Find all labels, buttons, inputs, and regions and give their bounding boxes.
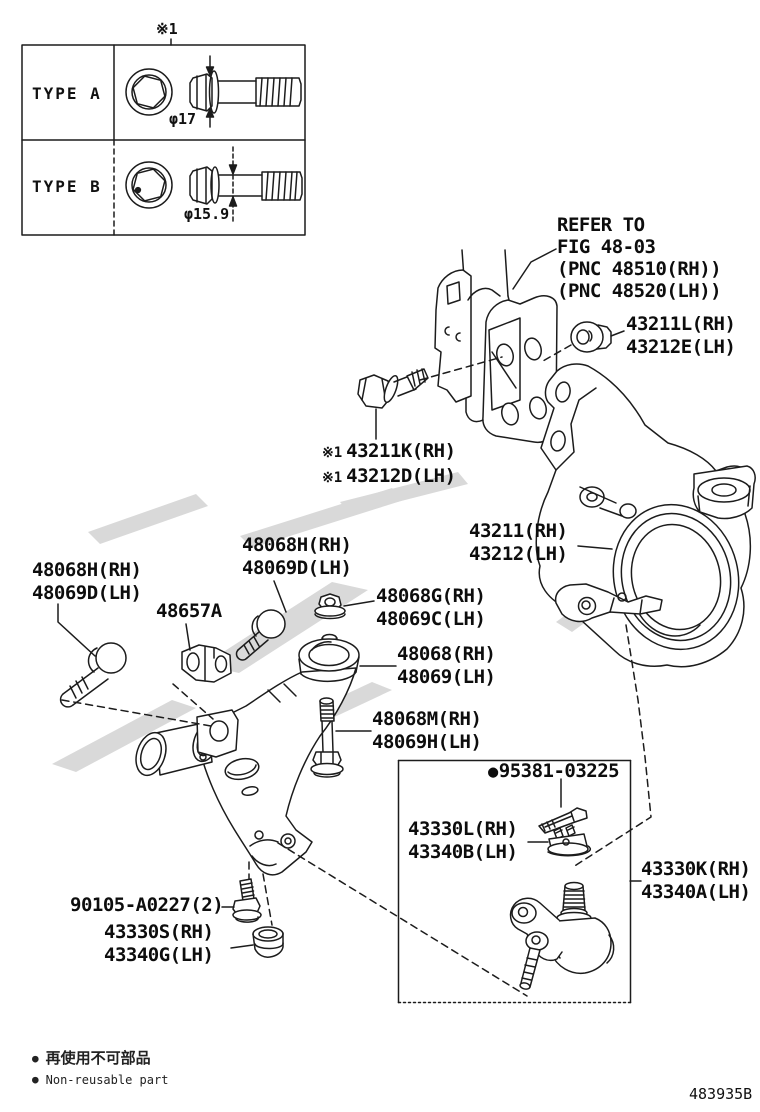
arm-rear-bolt <box>235 609 286 661</box>
type-a-label: TYPE A <box>32 84 102 103</box>
legend-jp-text: 再使用不可部品 <box>45 1049 151 1067</box>
lower-control-arm <box>135 633 360 876</box>
footnote-mark: ※1 <box>322 470 343 486</box>
type-a-bolt <box>189 55 302 128</box>
callout-balljoint-cap: 43330S(RH) 43340G(LH) <box>104 921 214 966</box>
bolt-type-table <box>21 38 306 236</box>
type-a-socket-view <box>125 68 173 116</box>
callout-strut-nut: 43211L(RH) 43212E(LH) <box>626 313 736 358</box>
balljoint-assy <box>509 881 615 990</box>
strut-bracket-bolt <box>357 368 429 409</box>
callout-balljoint-assy: 43330K(RH) 43340A(LH) <box>641 858 751 903</box>
arm-front-bolt <box>59 642 127 708</box>
callout-arm-nut: 48068G(RH) 48069C(LH) <box>376 585 486 630</box>
legend-bullet: ● <box>32 1052 39 1065</box>
callout-balljoint-attachment: 43330L(RH) 43340B(LH) <box>408 818 518 863</box>
arm-bushing-48657a <box>181 644 232 683</box>
callout-refer-to: REFER TO FIG 48-03 (PNC 48510(RH)) (PNC … <box>557 214 722 302</box>
legend: ● 再使用不可部品 ● Non-reusable part <box>32 1048 168 1091</box>
steering-knuckle <box>535 363 756 668</box>
footnote-mark: ※1 <box>322 445 343 461</box>
balljoint-cap <box>252 926 284 958</box>
callout-lower-arm: 48068(RH) 48069(LH) <box>397 643 496 688</box>
callout-arm-set-bolt: 90105-A0227(2) <box>70 894 224 916</box>
callout-arm-rear-bolt: 48068H(RH) 48069D(LH) <box>242 534 352 579</box>
legend-en-text: Non-reusable part <box>45 1073 169 1087</box>
balljoint-attachment <box>547 824 592 857</box>
type-b-label: TYPE B <box>32 177 102 196</box>
balljoint-wedge-bolt <box>538 807 588 834</box>
footnote-mark-top: ※1 <box>156 20 178 38</box>
non-reusable-bullet: ● <box>488 762 498 782</box>
arm-long-bolt <box>310 697 344 778</box>
document-number: 483935B <box>689 1085 753 1103</box>
arm-flange-nut <box>314 593 346 620</box>
type-b-bolt <box>189 146 303 224</box>
arm-set-bolt <box>232 878 262 923</box>
callout-arm-front-bolt: 48068H(RH) 48069D(LH) <box>32 559 142 604</box>
legend-bullet: ● <box>32 1073 39 1086</box>
type-a-diameter: φ17 <box>169 110 197 128</box>
type-b-diameter: φ15.9 <box>184 205 230 223</box>
callout-arm-bushing: 48657A <box>156 600 222 622</box>
type-b-socket-view <box>125 161 173 209</box>
strut-lower-bracket <box>434 269 558 444</box>
callout-balljoint-set-bolt: ●95381-03225 <box>488 760 620 782</box>
callout-knuckle: 43211(RH) 43212(LH) <box>469 520 568 565</box>
callout-arm-long-bolt: 48068M(RH) 48069H(LH) <box>372 708 482 753</box>
assembly-dashed-lines <box>61 344 652 997</box>
leader-lines <box>57 248 642 949</box>
strut-bracket-nut <box>570 321 612 353</box>
